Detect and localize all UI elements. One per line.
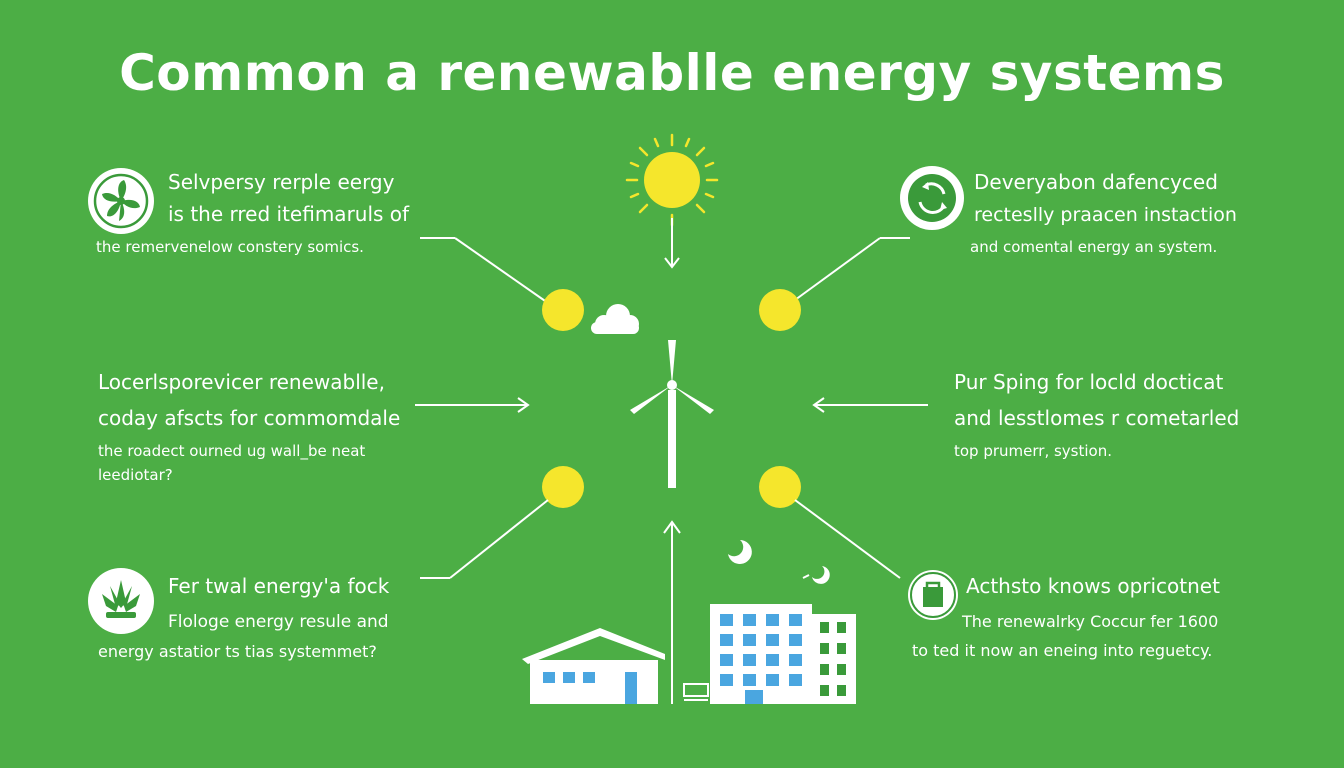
arrow-middle-left: [415, 397, 530, 413]
arrow-middle-right: [812, 397, 928, 413]
panel-upper-left-line-2: is the rred itefimaruls of: [168, 202, 410, 226]
panel-lower-right-line-1: Acthsto knows opricotnet: [966, 574, 1220, 598]
wind-turbine-icon: [630, 340, 714, 488]
panel-middle-left-line-1: Locerlsporevicer renewablle,: [98, 370, 385, 394]
node-dot-lower-right: [759, 466, 801, 508]
panel-lower-right: Acthsto knows opricotnet The renewalrky …: [912, 574, 1272, 660]
panel-lower-right-line-2: The renewalrky Coccur fer 1600: [962, 612, 1219, 631]
panel-middle-left: Locerlsporevicer renewablle, coday afsct…: [98, 370, 418, 484]
crate-icon: [683, 683, 709, 701]
panel-middle-left-line-3: the roadect ourned ug wall_be neat: [98, 442, 366, 460]
panel-middle-right: Pur Sping for locld docticat and lesstlo…: [954, 370, 1274, 460]
moon-icon-small: [812, 566, 830, 584]
panel-upper-left-line-1: Selvpersy rerple eergy: [168, 170, 395, 194]
panel-middle-left-line-4: leediotar?: [98, 466, 173, 484]
cycle-icon: [900, 166, 964, 230]
panel-lower-left: Fer twal energy'a fock Flologe energy re…: [98, 574, 418, 661]
house-icon: [522, 628, 665, 704]
sun-icon: [625, 133, 719, 227]
cloud-icon: [591, 304, 639, 334]
panel-lower-left-line-1: Fer twal energy'a fock: [168, 574, 390, 598]
bag-icon: [908, 570, 958, 620]
node-dot-upper-right: [759, 289, 801, 331]
panel-lower-left-line-3: energy astatior ts tias systemmet?: [98, 642, 377, 661]
panel-upper-left: Selvpersy rerple eergy is the rred itefi…: [96, 170, 426, 256]
building-icon: [710, 604, 856, 704]
panel-upper-right-line-3: and comental energy an system.: [970, 238, 1218, 256]
connector-lower-right: [794, 499, 901, 579]
panel-middle-right-line-3: top prumerr, systion.: [954, 442, 1112, 460]
connector-lower-left: [449, 499, 549, 579]
panel-middle-right-line-1: Pur Sping for locld docticat: [954, 370, 1224, 394]
panel-upper-right: Deveryabon dafencyced recteslly praacen …: [970, 170, 1270, 256]
connector-upper-right-diag: [794, 237, 881, 301]
plant-icon: [88, 568, 154, 634]
page-title: Common a renewablle energy systems: [119, 44, 1225, 102]
panel-upper-right-line-2: recteslly praacen instaction: [974, 204, 1237, 226]
sun-arrow: [664, 218, 680, 269]
panel-middle-left-line-2: coday afscts for commomdale: [98, 406, 401, 430]
moon-tick: [802, 574, 810, 579]
arrow-up-center: [663, 520, 681, 704]
panel-upper-left-line-3: the remervenelow constery somics.: [96, 238, 364, 256]
panel-upper-right-line-1: Deveryabon dafencyced: [974, 170, 1218, 194]
panel-middle-right-line-2: and lesstlomes r cometarled: [954, 406, 1240, 430]
fan-icon: [88, 168, 154, 234]
panel-lower-right-line-3: to ted it now an eneing into reguetcy.: [912, 641, 1213, 660]
connector-upper-left-diag: [454, 237, 549, 304]
node-dot-upper-left: [542, 289, 584, 331]
panel-lower-left-line-2: Flologe energy resule and: [168, 612, 389, 632]
node-dot-lower-left: [542, 466, 584, 508]
moon-icon: [728, 540, 752, 564]
